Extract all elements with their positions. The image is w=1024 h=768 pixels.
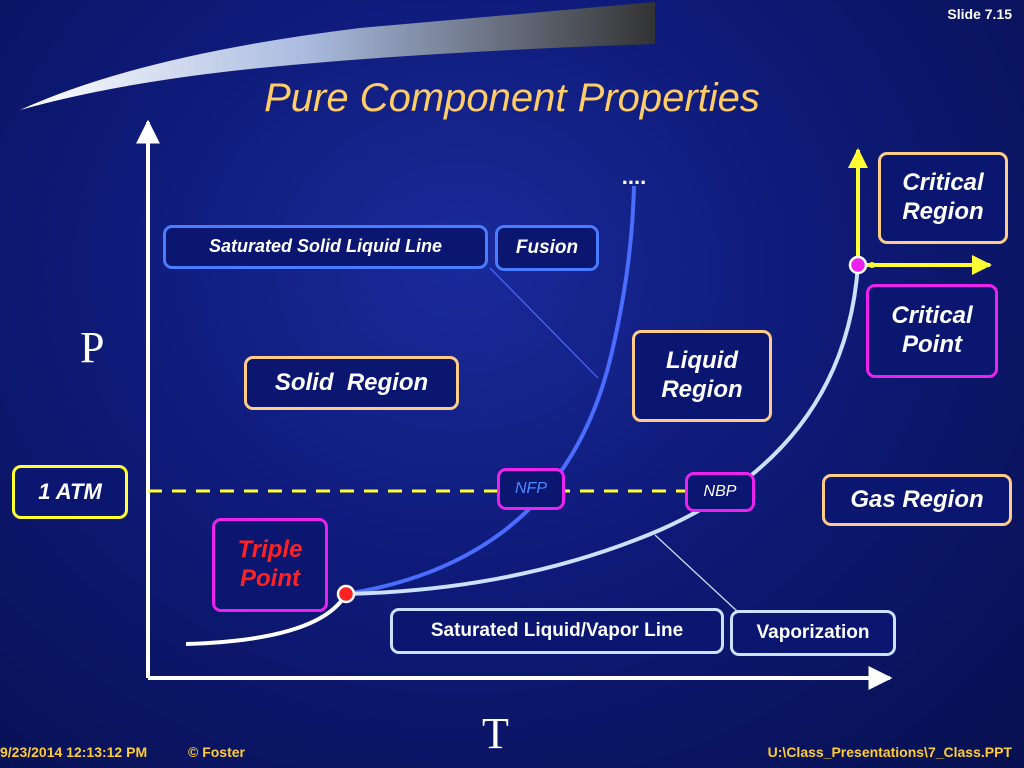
triple-point-text-line2: Point (240, 565, 300, 592)
liquid-region-label: Liquid Region (632, 330, 772, 422)
vaporization-leader (654, 534, 739, 613)
saturated-liquid-vapor-line-label: Saturated Liquid/Vapor Line (390, 608, 724, 654)
footer-date: 9/23/2014 12:13:12 PM (0, 744, 148, 760)
gas-region-label: Gas Region (822, 474, 1012, 526)
triple-point-label: Triple Point (212, 518, 328, 612)
fusion-label: Fusion (495, 225, 599, 271)
decorative-swoosh (20, 2, 655, 110)
nfp-text: NFP (515, 480, 547, 498)
critical-point-text-line2: Point (902, 331, 962, 358)
sublimation-curve (185, 592, 348, 646)
saturated-solid-liquid-line-label: Saturated Solid Liquid Line (163, 225, 488, 269)
fusion-curve (345, 185, 636, 596)
critical-region-label: Critical Region (878, 152, 1008, 244)
critical-region-text-line1: Critical (902, 169, 984, 197)
slide-number: Slide 7.15 (947, 6, 1012, 22)
saturated-liquid-vapor-text: Saturated Liquid/Vapor Line (430, 619, 684, 641)
solid-region-text: Solid Region (274, 368, 429, 396)
slide-title: Pure Component Properties (264, 76, 760, 120)
fusion-text: Fusion (515, 236, 579, 258)
vaporization-curve (345, 264, 860, 596)
nbp-text: NBP (703, 483, 737, 501)
triple-point-marker (336, 584, 356, 604)
critical-point-label: Critical Point (866, 284, 998, 378)
footer-file-path: U:\Class_Presentations\7_Class.PPT (767, 744, 1012, 760)
one-atm-label: 1 ATM (12, 465, 128, 519)
solid-region-label: Solid Region (244, 356, 459, 410)
fusion-leader (489, 267, 599, 379)
triple-point-text-line1: Triple (237, 536, 303, 564)
pressure-axis-label: P (80, 323, 105, 372)
vaporization-text: Vaporization (756, 621, 870, 643)
nbp-label: NBP (685, 472, 755, 512)
vaporization-label: Vaporization (730, 610, 896, 656)
gas-region-text: Gas Region (850, 485, 984, 513)
critical-point-text-line1: Critical (891, 302, 973, 330)
one-atm-text: 1 ATM (38, 478, 102, 504)
critical-region-text-line2: Region (902, 198, 984, 225)
fusion-continuation-dots: .... (622, 164, 646, 189)
liquid-region-text-line2: Region (661, 376, 743, 403)
liquid-region-text-line1: Liquid (666, 347, 738, 375)
temperature-axis-label: T (482, 709, 509, 758)
critical-arrow-dot (869, 262, 875, 268)
footer-copyright: © Foster (188, 744, 245, 760)
nfp-label: NFP (497, 468, 565, 510)
saturated-solid-liquid-text: Saturated Solid Liquid Line (208, 236, 442, 257)
critical-point-marker (848, 255, 868, 275)
